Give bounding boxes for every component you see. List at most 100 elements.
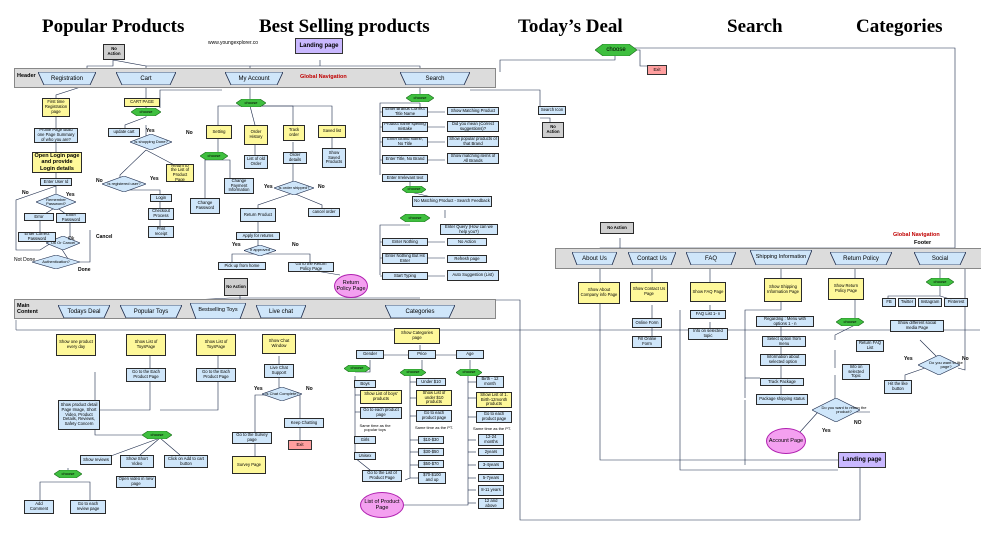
search-icon-no-action: No Action xyxy=(542,122,564,138)
birth-each-product: Go to each product page xyxy=(476,411,512,423)
go-list-product-page: Go to the List of Product Page xyxy=(362,470,402,482)
birth-12-month: Birth - 12 month xyxy=(476,376,504,388)
under-10-each-product: Go to each product page xyxy=(416,410,452,422)
tab-contact-us[interactable]: Contact Us xyxy=(628,252,676,265)
search-suggestion: Did you mean (Correct suggestions)? xyxy=(447,121,499,132)
exit-top: Exit xyxy=(647,65,667,75)
heading-popular-products: Popular Products xyxy=(42,16,185,37)
search-enter-nothing: Enter Nothing xyxy=(382,238,428,246)
tab-search[interactable]: Search xyxy=(400,72,470,85)
age-12-and-above: 12 and above xyxy=(478,498,504,509)
chat-complete-label: Is Chat Complete? xyxy=(265,390,299,396)
profile-page: Profile Page Build one Page Summary of w… xyxy=(34,128,78,143)
fill-online-form: Fill Online Form xyxy=(632,336,662,348)
price-10-30: $10-$30 xyxy=(418,436,444,444)
tab-about-us-label: About Us xyxy=(582,255,607,262)
choose-price-label: choose xyxy=(406,369,420,375)
choose-age-label: choose xyxy=(462,369,476,375)
first-time-registration-page: First time Registration page xyxy=(42,98,70,117)
choose-search3-label: choose xyxy=(408,214,422,220)
tab-cart-label: Cart xyxy=(140,75,152,82)
choose-product-label: choose xyxy=(150,431,164,437)
yes-label-shipped: Yes xyxy=(264,184,273,190)
tab-registration[interactable]: Registration xyxy=(38,72,96,85)
same-time-age: Same time as the PT. xyxy=(473,425,512,431)
go-each-product-bestselling: Go to the Each Product Page xyxy=(196,368,236,382)
select-option-from-menu: Select option from menu xyxy=(762,336,806,347)
choose-search2-label: choose xyxy=(407,186,421,192)
tab-social[interactable]: Social xyxy=(914,252,966,265)
yes-label-chat: Yes xyxy=(254,386,263,392)
show-saved-products: Show Saved Products xyxy=(322,148,346,168)
choose-review-label: choose xyxy=(61,470,75,476)
setting-node: Setting xyxy=(206,125,232,139)
tab-todays-deal[interactable]: Todays Deal xyxy=(58,305,110,318)
tab-return-policy[interactable]: Return Policy xyxy=(830,252,892,265)
gender-box: Gender xyxy=(356,350,384,359)
show-list-of-toys-bestselling: Show List of ToysPage xyxy=(196,334,236,356)
choose-gender-decision: choose xyxy=(344,365,370,372)
tab-my-account[interactable]: My Account xyxy=(225,72,283,85)
yes-label-return: Yes xyxy=(822,428,831,434)
choose-search2-decision: choose xyxy=(402,186,426,193)
girls-box: Girls xyxy=(354,436,376,444)
no-action-mid: No Action xyxy=(224,278,248,296)
online-form: Online Form xyxy=(632,318,662,328)
search-brand-no-title: Enter Brand Name, No Title xyxy=(382,137,428,147)
tab-bestselling-toys[interactable]: Bestselling Toys xyxy=(190,303,246,319)
cart-page: CART PAGE xyxy=(124,98,160,107)
faq-list: FAQ List 1- n xyxy=(690,310,726,319)
choose-price-decision: choose xyxy=(400,369,426,376)
no-label-approved: No xyxy=(292,242,299,248)
search-misspell: Product name spelling mistake xyxy=(382,122,428,132)
add-comment: Add Comment xyxy=(24,500,54,514)
tab-popular-toys[interactable]: Popular Toys xyxy=(120,305,182,318)
go-to-return-policy-page: Go to the Return Policy Page xyxy=(288,262,334,272)
same-time-popular: Same time as the popular toys xyxy=(359,422,391,432)
print-receipt: Print receipt xyxy=(148,226,174,238)
shopping-done-decision: Is shopping Done? xyxy=(130,134,172,150)
search-icon-box: Search Icon xyxy=(538,106,566,115)
tab-cart[interactable]: Cart xyxy=(116,72,176,85)
tab-faq[interactable]: FAQ xyxy=(686,252,736,265)
tab-shipping-information[interactable]: Shipping Information xyxy=(750,250,812,265)
age-box: Age xyxy=(456,350,484,359)
enter-correct-password: Enter Correct Password xyxy=(18,232,56,242)
price-box: Price xyxy=(408,350,436,359)
track-package: Track Package xyxy=(760,378,804,386)
exit-chat: Exit xyxy=(288,440,312,450)
price-50-70: $50-$70 xyxy=(418,460,444,468)
tab-social-label: Social xyxy=(931,255,949,262)
tab-categories[interactable]: Categories xyxy=(385,305,455,318)
order-details: Order details xyxy=(283,152,307,164)
shopping-done-label: Is shopping Done? xyxy=(134,138,168,144)
tab-shipping-information-label: Shipping Information xyxy=(755,253,807,260)
age-3-4-years: 3-4years xyxy=(478,461,504,469)
show-one-product-every-day: Show one product every day xyxy=(56,334,96,356)
tab-faq-label: FAQ xyxy=(704,255,717,262)
saved-list-node: Saved list xyxy=(318,125,346,138)
yes-label-approved: Yes xyxy=(232,242,241,248)
heading-todays-deal: Today’s Deal xyxy=(518,16,623,37)
click-add-to-cart: Click on Add to cart button xyxy=(164,455,208,468)
footer-label: Footer xyxy=(914,240,932,246)
return-to-list-of-product-page: Return to the List of Product Page xyxy=(166,164,194,182)
registered-user-label: Is registered user? xyxy=(107,180,141,186)
list-of-product-page-circle: List of Product Page xyxy=(360,492,404,518)
no-label-chat: No xyxy=(306,386,313,392)
return-faq-list: Return FAQ List xyxy=(856,340,884,352)
tab-live-chat[interactable]: Live chat xyxy=(256,305,306,318)
show-reviews: Show reviews xyxy=(80,455,112,465)
yes-label-like: Yes xyxy=(904,356,913,362)
price-30-50: $30-$50 xyxy=(418,448,444,456)
landing-page-bottom: Landing page xyxy=(838,452,886,468)
go-to-survey-page: Go to the Survey page xyxy=(232,432,272,444)
tab-about-us[interactable]: About Us xyxy=(572,252,617,265)
choose-gender-label: choose xyxy=(350,365,364,371)
yes-label-cart: Yes xyxy=(146,128,155,134)
ok-label: Ok xyxy=(68,236,75,242)
faq-info-selected: Info on selected topic xyxy=(688,328,728,340)
show-chat-window: Show Chat Window xyxy=(262,334,296,354)
landing-page-top: Landing page xyxy=(295,38,343,54)
show-categories-page: Show Categories page xyxy=(394,328,440,344)
